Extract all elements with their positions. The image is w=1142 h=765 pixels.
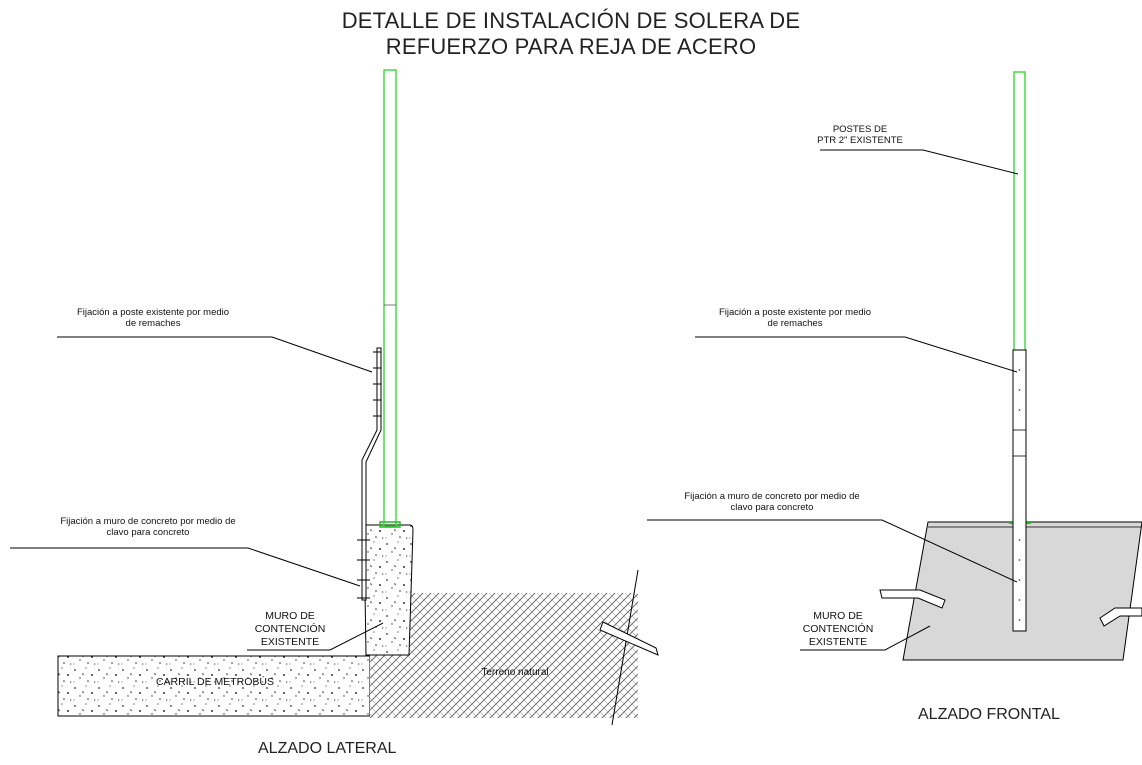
leader-clavo-frontal — [647, 519, 1018, 583]
remaches-lateral — [373, 351, 381, 417]
label-terreno-natural: Terreno natural — [470, 667, 560, 678]
label-muro-frontal-line-3: EXISTENTE — [808, 636, 868, 648]
terreno-natural-fill — [370, 593, 638, 718]
leader-postes-frontal — [820, 149, 1019, 175]
terreno-edge-line — [611, 569, 639, 726]
leader-remaches-lateral — [57, 336, 373, 373]
solera-refuerzo-lateral — [361, 347, 382, 601]
note-remaches-frontal-line-1: Fijación a poste existente por medio — [718, 307, 872, 318]
note-remaches-frontal: Fijación a poste existente por medio de … — [680, 307, 910, 329]
note-clavo-frontal-line-2: clavo para concreto — [730, 502, 814, 513]
note-postes-frontal-line-1: POSTES DE — [832, 124, 888, 135]
leader-clavo-lateral — [10, 547, 361, 587]
label-muro-lateral-line-2: CONTENCIÓN — [254, 623, 326, 635]
poste-ptr-lateral — [383, 69, 397, 527]
note-remaches-lateral-line-2: de remaches — [125, 318, 181, 329]
carril-metrobus-slab — [57, 655, 371, 717]
note-clavo-lateral-line-1: Fijación a muro de concreto por medio de — [60, 516, 236, 527]
muro-break-left — [879, 589, 946, 609]
label-muro-lateral-line-1: MURO DE — [265, 610, 315, 622]
note-postes-frontal-line-2: PTR 2" EXISTENTE — [817, 135, 903, 146]
label-muro-lateral: MURO DE CONTENCIÓN EXISTENTE — [248, 610, 332, 649]
view-label-lateral: ALZADO LATERAL — [258, 740, 397, 757]
remaches-frontal — [1018, 369, 1021, 621]
clavos-lateral — [357, 539, 370, 599]
note-remaches-frontal-line-2: de remaches — [767, 318, 823, 329]
label-muro-lateral-line-3: EXISTENTE — [260, 636, 320, 648]
drawing-title-line-2: REFUERZO PARA REJA DE ACERO — [385, 34, 757, 59]
leader-muro-lateral — [247, 622, 384, 651]
poste-base-green — [379, 521, 401, 528]
label-carril-metrobus: CARRIL DE METROBÚS — [140, 676, 290, 689]
drawing-title: DETALLE DE INSTALACIÓN DE SOLERA DE REFU… — [0, 8, 1142, 60]
note-remaches-lateral-line-1: Fijación a poste existente por medio — [76, 307, 230, 318]
note-postes-frontal: POSTES DE PTR 2" EXISTENTE — [800, 124, 920, 146]
note-clavo-frontal: Fijación a muro de concreto por medio de… — [642, 491, 902, 513]
leader-muro-frontal — [800, 625, 931, 651]
lateral-view — [10, 69, 659, 726]
note-clavo-lateral-line-2: clavo para concreto — [106, 527, 190, 538]
drawing-title-line-1: DETALLE DE INSTALACIÓN DE SOLERA DE — [341, 8, 801, 33]
note-remaches-lateral: Fijación a poste existente por medio de … — [38, 307, 268, 329]
leader-remaches-frontal — [695, 336, 1018, 373]
label-muro-frontal-line-1: MURO DE — [813, 610, 863, 622]
note-clavo-lateral: Fijación a muro de concreto por medio de… — [18, 516, 278, 538]
muro-break-right — [1099, 607, 1142, 627]
solera-refuerzo-frontal — [1012, 349, 1027, 632]
note-clavo-frontal-line-1: Fijación a muro de concreto por medio de — [684, 491, 860, 502]
frontal-view — [647, 71, 1142, 661]
label-carril-metrobus-text: CARRIL DE METROBÚS — [155, 676, 275, 688]
label-muro-frontal-line-2: CONTENCIÓN — [802, 623, 874, 635]
terreno-break-symbol — [599, 621, 659, 656]
label-terreno-natural-text: Terreno natural — [481, 667, 549, 678]
label-muro-frontal: MURO DE CONTENCIÓN EXISTENTE — [796, 610, 880, 649]
view-label-frontal: ALZADO FRONTAL — [918, 706, 1060, 723]
muro-contencion-lateral — [363, 524, 414, 656]
